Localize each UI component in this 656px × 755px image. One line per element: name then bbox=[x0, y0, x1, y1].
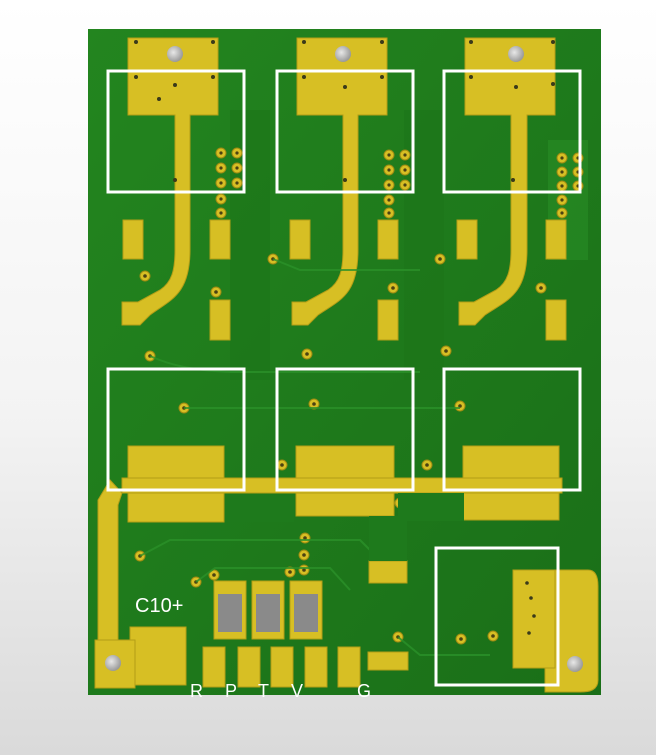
via-dot-icon bbox=[134, 40, 555, 182]
pin-label-r: R bbox=[190, 681, 203, 701]
selection-boxes bbox=[106, 69, 582, 687]
selection-box[interactable] bbox=[106, 367, 246, 492]
pin-label-v: V bbox=[291, 681, 303, 701]
via-dot-icon bbox=[219, 151, 580, 215]
capacitor-label: C10+ bbox=[135, 595, 183, 617]
pin-label-g: G bbox=[357, 681, 371, 701]
selection-box[interactable] bbox=[442, 367, 582, 492]
smd-pads bbox=[122, 219, 567, 341]
pin-label-p: P bbox=[225, 681, 237, 701]
top-power-pads bbox=[121, 37, 556, 326]
capacitors bbox=[213, 580, 323, 640]
selection-box[interactable] bbox=[434, 546, 560, 687]
selection-box[interactable] bbox=[275, 69, 415, 194]
connector-pads bbox=[94, 626, 409, 689]
selection-box[interactable] bbox=[442, 69, 582, 194]
round-hole-icon bbox=[167, 46, 524, 62]
bus-pads bbox=[97, 445, 563, 641]
pin-label-t: T bbox=[258, 681, 269, 701]
board-shade-region bbox=[404, 110, 444, 380]
via-dot-icon bbox=[138, 257, 543, 641]
round-hole-icon bbox=[105, 655, 583, 672]
selection-box[interactable] bbox=[275, 367, 415, 492]
bus-cutout bbox=[398, 493, 464, 521]
bus-cutout bbox=[228, 496, 294, 522]
selection-box[interactable] bbox=[106, 69, 246, 194]
